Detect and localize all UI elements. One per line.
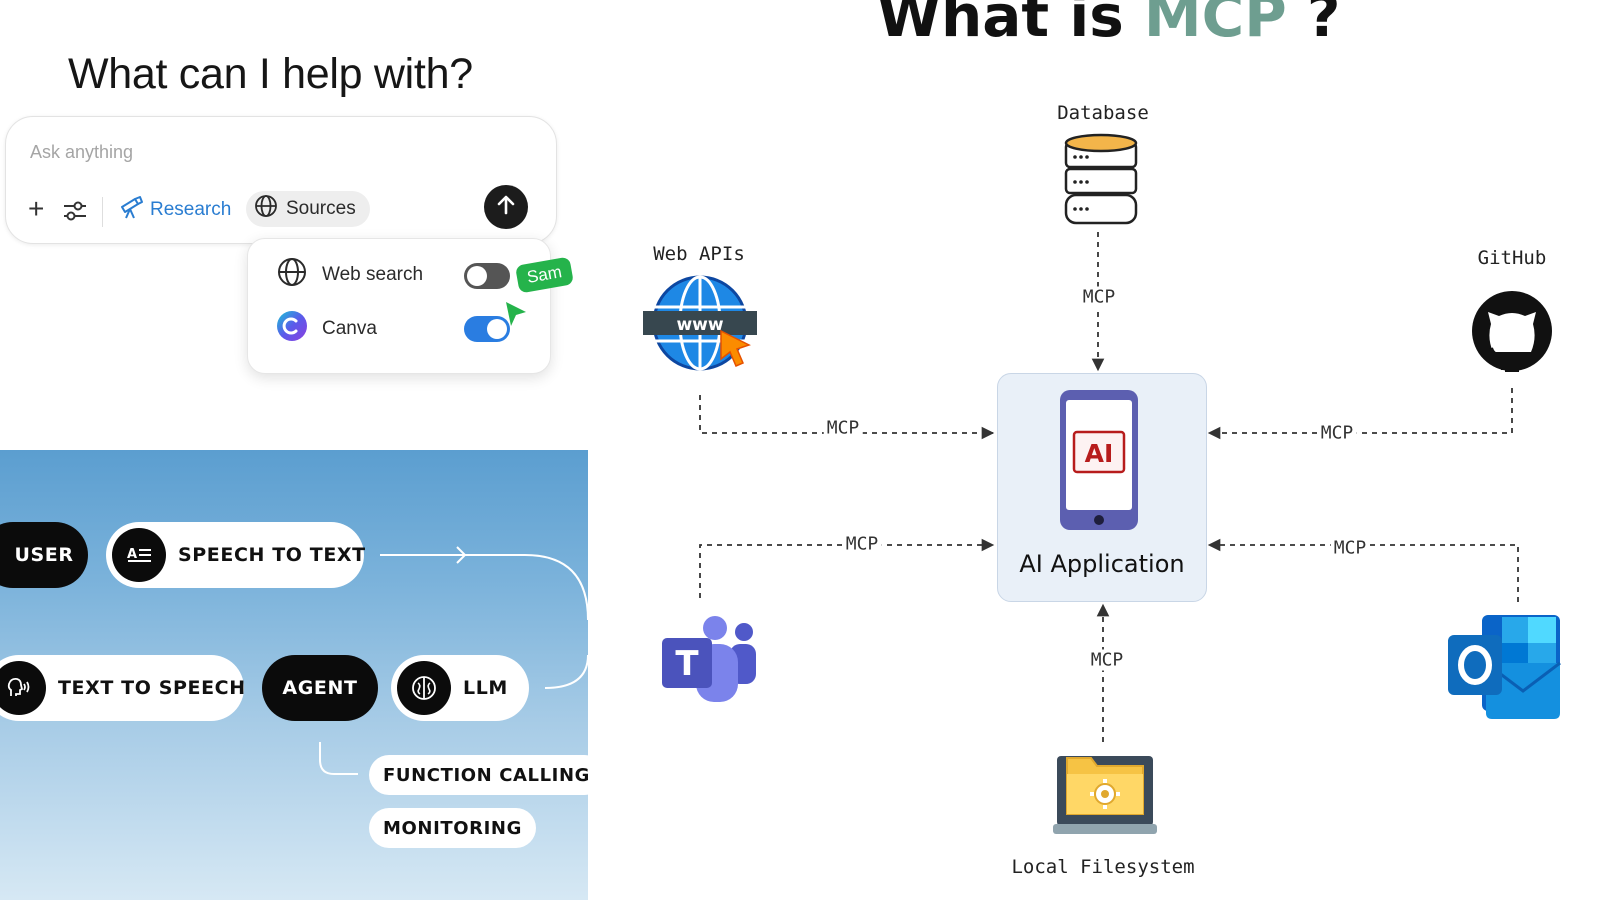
research-label: Research bbox=[150, 199, 232, 220]
sources-dropdown: Web search Canva bbox=[247, 238, 551, 374]
sources-label: Sources bbox=[286, 198, 356, 219]
web-search-toggle[interactable] bbox=[464, 263, 510, 289]
user-label: USER bbox=[14, 544, 74, 566]
mcp-edge-label-filesystem: MCP bbox=[1087, 649, 1127, 671]
ai-screen-text: AI bbox=[1085, 439, 1114, 468]
menu-item-canva[interactable]: Canva bbox=[276, 309, 377, 349]
mcp-edge-label-outlook: MCP bbox=[1330, 537, 1370, 559]
speech-to-text-pill: A SPEECH TO TEXT bbox=[106, 522, 366, 588]
send-button[interactable] bbox=[484, 185, 528, 229]
mcp-edge-label-database: MCP bbox=[1079, 286, 1119, 308]
mcp-title-suffix: ? bbox=[1286, 0, 1341, 50]
globe-icon bbox=[254, 194, 278, 224]
github-label: GitHub bbox=[1477, 247, 1547, 269]
globe-icon bbox=[276, 256, 308, 294]
local-filesystem-icon bbox=[1053, 756, 1157, 834]
chat-composer: + Research Sources bbox=[5, 116, 557, 244]
ai-application-box: AI AI Application bbox=[997, 373, 1207, 602]
chat-title: What can I help with? bbox=[68, 50, 473, 98]
web-search-label: Web search bbox=[322, 264, 424, 285]
agent-pill: AGENT bbox=[262, 655, 378, 721]
sources-button[interactable]: Sources bbox=[246, 191, 370, 227]
add-button[interactable]: + bbox=[28, 193, 45, 224]
ai-application-label: AI Application bbox=[1019, 550, 1185, 578]
brain-icon bbox=[397, 661, 451, 715]
mcp-title: What is MCP ? bbox=[877, 0, 1341, 50]
database-icon bbox=[1064, 133, 1138, 225]
text-to-speech-pill: TEXT TO SPEECH bbox=[0, 655, 246, 721]
mcp-title-accent: MCP bbox=[1143, 0, 1287, 50]
mcp-edge-label-teams: MCP bbox=[842, 533, 882, 555]
cursor-pointer-icon bbox=[506, 302, 526, 326]
local-filesystem-label: Local Filesystem bbox=[1011, 856, 1195, 878]
transcript-icon: A bbox=[112, 528, 166, 582]
web-globe-text: www bbox=[676, 315, 723, 335]
svg-text:T: T bbox=[675, 644, 699, 684]
mcp-edge-label-web-apis: MCP bbox=[823, 417, 863, 439]
svg-text:A: A bbox=[127, 547, 138, 562]
canva-toggle[interactable] bbox=[464, 316, 510, 342]
database-label: Database bbox=[1057, 102, 1149, 124]
text-to-speech-label: TEXT TO SPEECH bbox=[58, 677, 246, 699]
speaker-head-icon bbox=[0, 661, 46, 715]
user-pill: USER bbox=[0, 522, 88, 588]
telescope-icon bbox=[118, 194, 144, 226]
arrow-up-icon bbox=[495, 194, 517, 221]
github-icon bbox=[1472, 291, 1552, 372]
menu-item-web-search[interactable]: Web search bbox=[276, 255, 423, 295]
web-apis-label: Web APIs bbox=[653, 243, 745, 265]
canva-icon bbox=[276, 310, 308, 348]
function-calling-tag: FUNCTION CALLING bbox=[369, 755, 588, 795]
teams-icon: T bbox=[662, 616, 756, 702]
llm-label: LLM bbox=[463, 677, 508, 699]
mcp-edge-label-github: MCP bbox=[1317, 422, 1357, 444]
llm-pill: LLM bbox=[391, 655, 529, 721]
flow-connector-lines bbox=[319, 546, 588, 775]
mcp-title-prefix: What is bbox=[877, 0, 1144, 50]
tools-icon[interactable] bbox=[62, 199, 88, 228]
smartphone-icon: AI bbox=[1060, 390, 1138, 530]
canva-label: Canva bbox=[322, 318, 377, 339]
agent-label: AGENT bbox=[282, 677, 358, 699]
voice-agent-flow: USER A SPEECH TO TEXT TEXT TO SPEECH AGE… bbox=[0, 450, 588, 900]
ask-input[interactable] bbox=[28, 141, 452, 164]
web-globe-icon: www bbox=[643, 275, 757, 371]
speech-to-text-label: SPEECH TO TEXT bbox=[178, 544, 366, 566]
research-button[interactable]: Research bbox=[118, 193, 231, 227]
outlook-icon bbox=[1448, 615, 1561, 719]
toolbar-divider bbox=[102, 197, 103, 227]
monitoring-tag: MONITORING bbox=[369, 808, 536, 848]
